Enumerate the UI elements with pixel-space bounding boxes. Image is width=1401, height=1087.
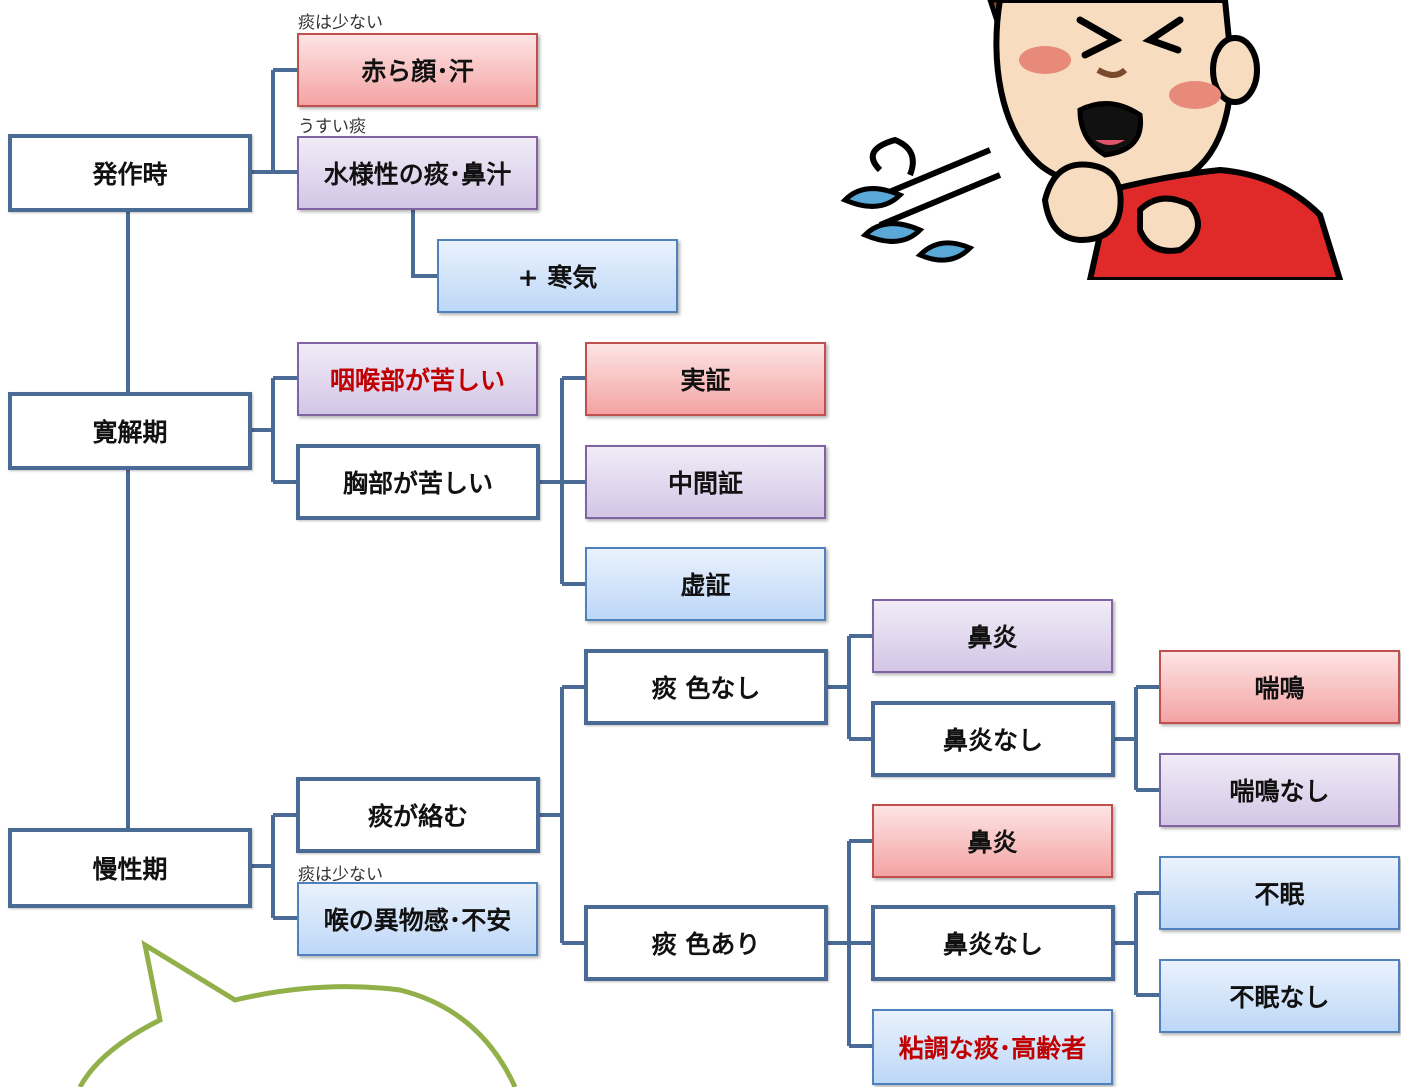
stage-chronic: 慢性期 <box>8 828 252 908</box>
node-phlegm-colored: 痰 色あり <box>584 905 828 981</box>
node-no-rhinitis-1: 鼻炎なし <box>871 701 1115 777</box>
stage-remission: 寛解期 <box>8 392 252 470</box>
node-red-face-sweat: 赤ら顔･汗 <box>297 33 538 107</box>
node-throat-foreign-body: 喉の異物感･不安 <box>297 882 538 956</box>
node-chest-distress: 胸部が苦しい <box>296 444 540 520</box>
node-no-rhinitis-2: 鼻炎なし <box>871 905 1115 981</box>
node-intermediate-pattern: 中間証 <box>585 445 826 519</box>
note-less-phlegm: 痰は少ない <box>298 13 383 33</box>
speech-bubble <box>77 940 518 1087</box>
node-phlegm-colorless: 痰 色なし <box>584 649 828 725</box>
node-watery-phlegm: 水様性の痰･鼻汁 <box>297 136 538 210</box>
node-insomnia: 不眠 <box>1159 856 1400 930</box>
node-phlegm-tangled: 痰が絡む <box>296 777 540 853</box>
sneezing-boy-illustration <box>840 0 1344 280</box>
node-no-insomnia: 不眠なし <box>1159 959 1400 1033</box>
stage-attack: 発作時 <box>8 134 252 212</box>
node-rhinitis-1: 鼻炎 <box>872 599 1113 673</box>
node-no-wheezing: 喘鳴なし <box>1159 753 1400 827</box>
node-viscous-phlegm-elderly: 粘調な痰･高齢者 <box>872 1009 1113 1085</box>
node-chills: + 寒気 <box>437 239 678 313</box>
node-excess-pattern: 実証 <box>585 342 826 416</box>
node-throat-distress: 咽喉部が苦しい <box>297 342 538 416</box>
note-less-phlegm-chronic: 痰は少ない <box>298 865 383 885</box>
node-rhinitis-2: 鼻炎 <box>872 804 1113 878</box>
note-thin-phlegm: うすい痰 <box>298 117 366 137</box>
node-deficiency-pattern: 虚証 <box>585 547 826 621</box>
node-wheezing: 喘鳴 <box>1159 650 1400 724</box>
